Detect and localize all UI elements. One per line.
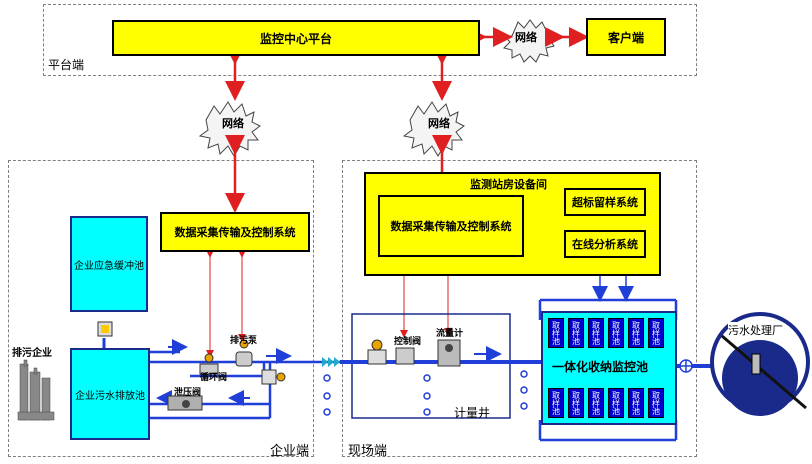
site-zone-label: 现场端 [348,444,388,459]
station-room-label: 监测站房设备间 [470,178,547,191]
sample-tank: 取样池 [548,388,564,418]
enterprise-zone [8,160,314,457]
online-analysis-system[interactable]: 在线分析系统 [564,230,646,258]
meter-well-label: 计量井 [454,406,491,420]
control-valve-label: 控制阀 [394,337,422,347]
platform-zone [43,4,697,76]
flowmeter-label: 流量计 [436,329,464,339]
sample-tank: 取样池 [648,388,664,418]
sample-tank: 取样池 [568,388,584,418]
treatment-plant-icon [710,312,810,416]
sample-tank: 取样池 [628,318,644,348]
network-cloud-top [502,19,555,63]
pump-label: 排污泵 [230,336,258,346]
discharging-company-label: 排污企业 [12,348,52,359]
site-daq-system[interactable]: 数据采集传输及控制系统 [378,195,524,257]
meter-well-frame [351,313,511,419]
sample-tank: 取样池 [548,318,564,348]
recirc-valve-label: 循环阀 [200,373,228,383]
sample-tank: 取样池 [648,318,664,348]
platform-zone-label: 平台端 [48,58,85,72]
sample-tank: 取样池 [608,318,624,348]
network-label-right: 网络 [428,117,450,130]
enterprise-discharge-tank[interactable]: 企业污水排放池 [70,348,150,440]
sample-tank: 取样池 [588,388,604,418]
valve-icons [97,321,461,411]
site-zone [342,160,697,457]
enterprise-zone-label: 企业端 [270,444,310,459]
sample-tank: 取样池 [588,318,604,348]
network-label-top: 网络 [515,31,537,44]
sample-tank: 取样池 [568,318,584,348]
relief-valve-label: 泄压阀 [174,388,202,398]
monitoring-center-platform[interactable]: 监控中心平台 [112,20,480,56]
network-cloud-left [198,101,261,157]
monitor-pool-label: 一体化收纳监控池 [552,360,649,374]
overlimit-sampling-system[interactable]: 超标留样系统 [564,188,646,216]
sample-tank: 取样池 [608,388,624,418]
factory-icon [17,359,55,421]
treatment-plant-label: 污水处理厂 [728,322,783,338]
client-box[interactable]: 客户端 [586,18,666,56]
enterprise-emergency-tank[interactable]: 企业应急缓冲池 [70,216,148,312]
network-label-left: 网络 [222,117,244,130]
sample-tank: 取样池 [628,388,644,418]
enterprise-daq-system[interactable]: 数据采集传输及控制系统 [160,212,310,252]
